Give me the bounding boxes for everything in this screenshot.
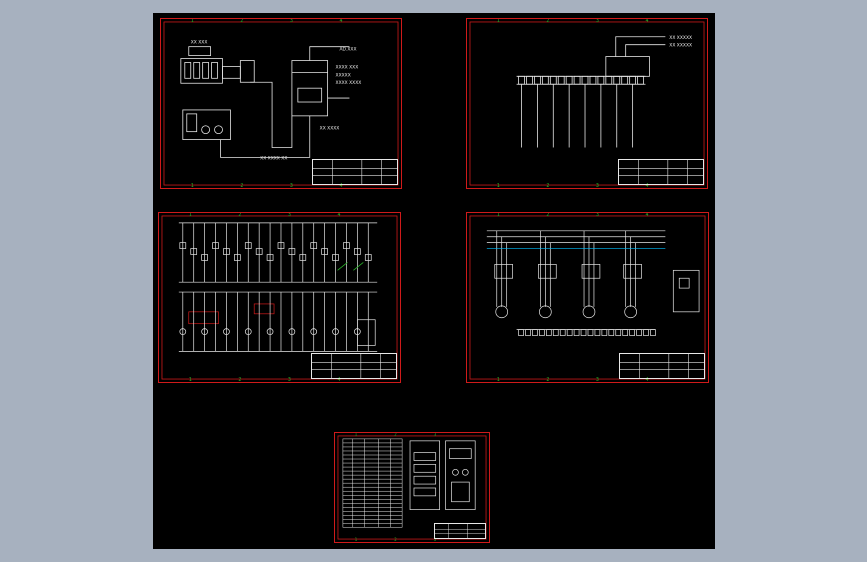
svg-text:XXXX XXX: XXXX XXX — [336, 64, 359, 70]
svg-text:1: 1 — [355, 433, 358, 437]
svg-text:2: 2 — [546, 183, 549, 188]
sheet-5-title-block — [434, 523, 486, 539]
drawing-sheet-2[interactable]: 1 2 3 4 1 2 3 4 XX XXXXX XX XXXXX — [466, 18, 708, 189]
sheet-5-drawing: 1 2 3 1 2 3 — [337, 433, 487, 542]
cad-drawing-canvas[interactable]: 1 2 3 4 1 2 3 4 — [153, 13, 715, 549]
svg-text:XXXXX: XXXXX — [336, 72, 351, 78]
svg-text:4: 4 — [338, 377, 341, 382]
drawing-sheet-1[interactable]: 1 2 3 4 1 2 3 4 — [160, 18, 402, 189]
svg-text:3: 3 — [290, 183, 293, 188]
svg-text:1: 1 — [497, 213, 500, 218]
svg-text:2: 2 — [546, 19, 549, 24]
svg-text:3: 3 — [596, 183, 599, 188]
svg-text:2: 2 — [240, 19, 243, 24]
svg-text:1: 1 — [191, 183, 194, 188]
svg-text:XX XXXXX: XX XXXXX — [669, 43, 692, 49]
svg-text:1: 1 — [189, 213, 192, 218]
sheet-1-drawing: 1 2 3 4 1 2 3 4 — [163, 19, 399, 188]
svg-text:1: 1 — [497, 19, 500, 24]
svg-text:2: 2 — [546, 213, 549, 218]
svg-text:1: 1 — [191, 19, 194, 24]
svg-text:XXXX XXXX: XXXX XXXX — [336, 80, 362, 86]
svg-text:2: 2 — [394, 433, 397, 437]
svg-text:XX XXXX XX: XX XXXX XX — [260, 155, 287, 161]
svg-text:XX XXX: XX XXX — [191, 40, 208, 46]
drawing-sheet-5[interactable]: 1 2 3 1 2 3 — [334, 432, 490, 543]
svg-text:3: 3 — [434, 537, 437, 542]
svg-text:2: 2 — [238, 213, 241, 218]
svg-text:4: 4 — [646, 377, 649, 382]
sheet-2-drawing: 1 2 3 4 1 2 3 4 XX XXXXX XX XXXXX — [469, 19, 705, 188]
svg-text:1: 1 — [497, 377, 500, 382]
svg-text:3: 3 — [434, 433, 437, 437]
svg-text:2: 2 — [238, 377, 241, 382]
svg-text:2: 2 — [240, 183, 243, 188]
svg-text:4: 4 — [340, 19, 343, 24]
sheet-3-title-block — [311, 353, 397, 379]
sheet-4-drawing: 1 2 3 4 1 2 3 4 — [469, 213, 706, 382]
svg-text:1: 1 — [355, 537, 358, 542]
sheet-1-title-block — [312, 159, 398, 185]
svg-text:4: 4 — [338, 213, 341, 218]
svg-text:3: 3 — [596, 213, 599, 218]
svg-text:XX XXXXX: XX XXXXX — [669, 35, 692, 41]
svg-text:2: 2 — [394, 537, 397, 542]
drawing-sheet-3[interactable]: 1 2 3 4 1 2 3 4 — [158, 212, 401, 383]
svg-text:AD.XXX: AD.XXX — [340, 47, 357, 53]
svg-text:4: 4 — [646, 183, 649, 188]
sheet-2-title-block — [618, 159, 704, 185]
svg-text:4: 4 — [340, 183, 343, 188]
svg-text:3: 3 — [288, 377, 291, 382]
svg-text:XX XXXX: XX XXXX — [320, 126, 340, 132]
svg-text:4: 4 — [646, 213, 649, 218]
svg-text:3: 3 — [596, 19, 599, 24]
svg-text:3: 3 — [288, 213, 291, 218]
svg-text:4: 4 — [646, 19, 649, 24]
drawing-sheet-4[interactable]: 1 2 3 4 1 2 3 4 — [466, 212, 709, 383]
sheet-3-drawing: 1 2 3 4 1 2 3 4 — [161, 213, 398, 382]
svg-text:1: 1 — [497, 183, 500, 188]
svg-text:1: 1 — [189, 377, 192, 382]
svg-text:3: 3 — [596, 377, 599, 382]
svg-text:3: 3 — [290, 19, 293, 24]
sheet-4-title-block — [619, 353, 705, 379]
svg-text:2: 2 — [546, 377, 549, 382]
